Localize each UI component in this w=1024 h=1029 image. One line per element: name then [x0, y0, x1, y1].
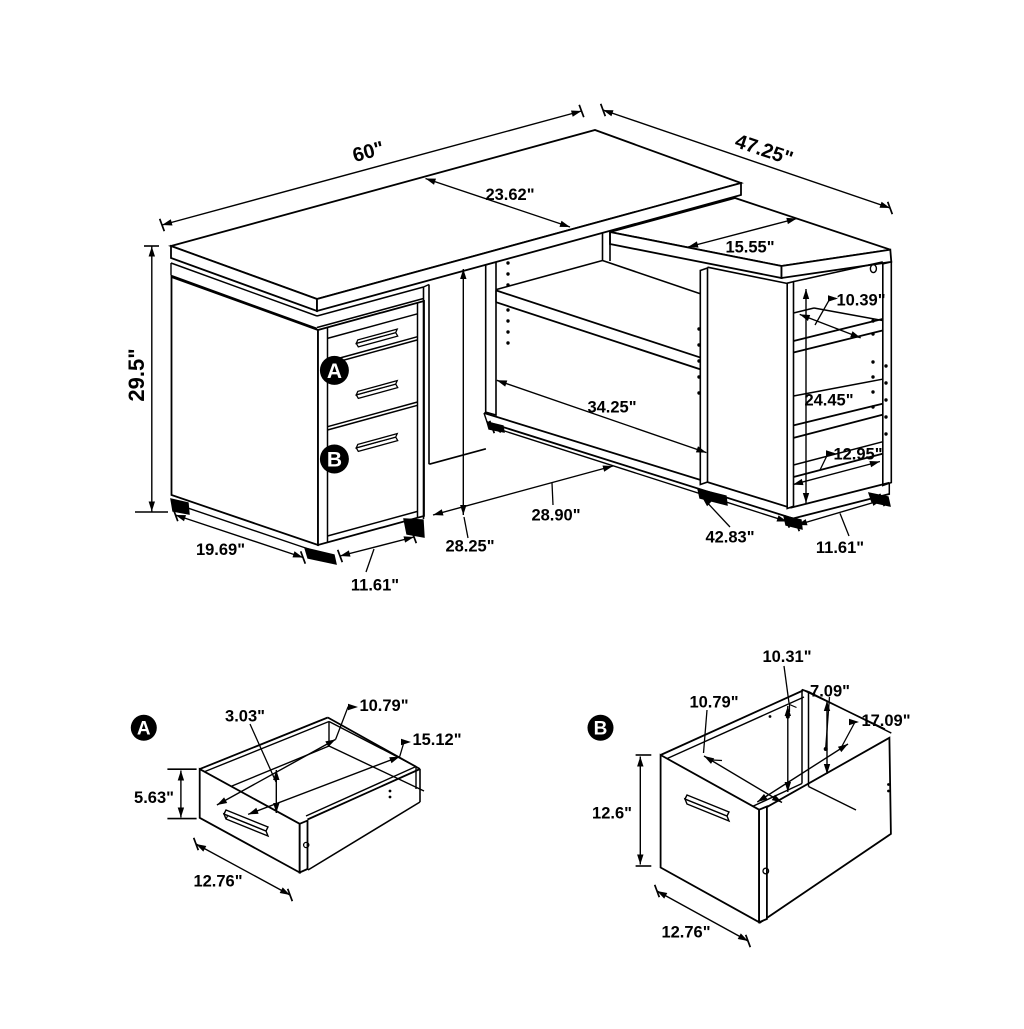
svg-text:B: B	[594, 719, 608, 740]
svg-text:15.12": 15.12"	[412, 731, 461, 749]
svg-text:10.31": 10.31"	[762, 648, 811, 666]
svg-text:7.09": 7.09"	[810, 683, 850, 701]
svg-text:3.03": 3.03"	[225, 708, 265, 726]
svg-text:19.69": 19.69"	[196, 541, 245, 559]
svg-text:5.63": 5.63"	[134, 789, 174, 807]
svg-text:28.25": 28.25"	[445, 538, 494, 556]
svg-text:17.09": 17.09"	[861, 712, 910, 730]
svg-text:10.39": 10.39"	[836, 292, 885, 310]
svg-text:23.62": 23.62"	[485, 186, 534, 204]
svg-text:42.83": 42.83"	[705, 529, 754, 547]
svg-text:10.79": 10.79"	[359, 697, 408, 715]
svg-text:34.25": 34.25"	[587, 399, 636, 417]
svg-text:15.55": 15.55"	[725, 239, 774, 257]
svg-text:A: A	[137, 719, 151, 740]
svg-text:12.95": 12.95"	[833, 446, 882, 464]
svg-text:28.90": 28.90"	[531, 507, 580, 525]
svg-text:B: B	[327, 449, 342, 472]
svg-text:12.76": 12.76"	[661, 924, 710, 942]
svg-text:11.61": 11.61"	[816, 539, 864, 557]
svg-text:A: A	[327, 360, 342, 383]
svg-text:24.45": 24.45"	[804, 392, 853, 410]
svg-text:10.79": 10.79"	[689, 694, 738, 712]
svg-text:12.6": 12.6"	[592, 805, 632, 823]
svg-text:29.5": 29.5"	[124, 348, 149, 401]
svg-text:11.61": 11.61"	[351, 577, 399, 595]
svg-text:12.76": 12.76"	[193, 873, 242, 891]
